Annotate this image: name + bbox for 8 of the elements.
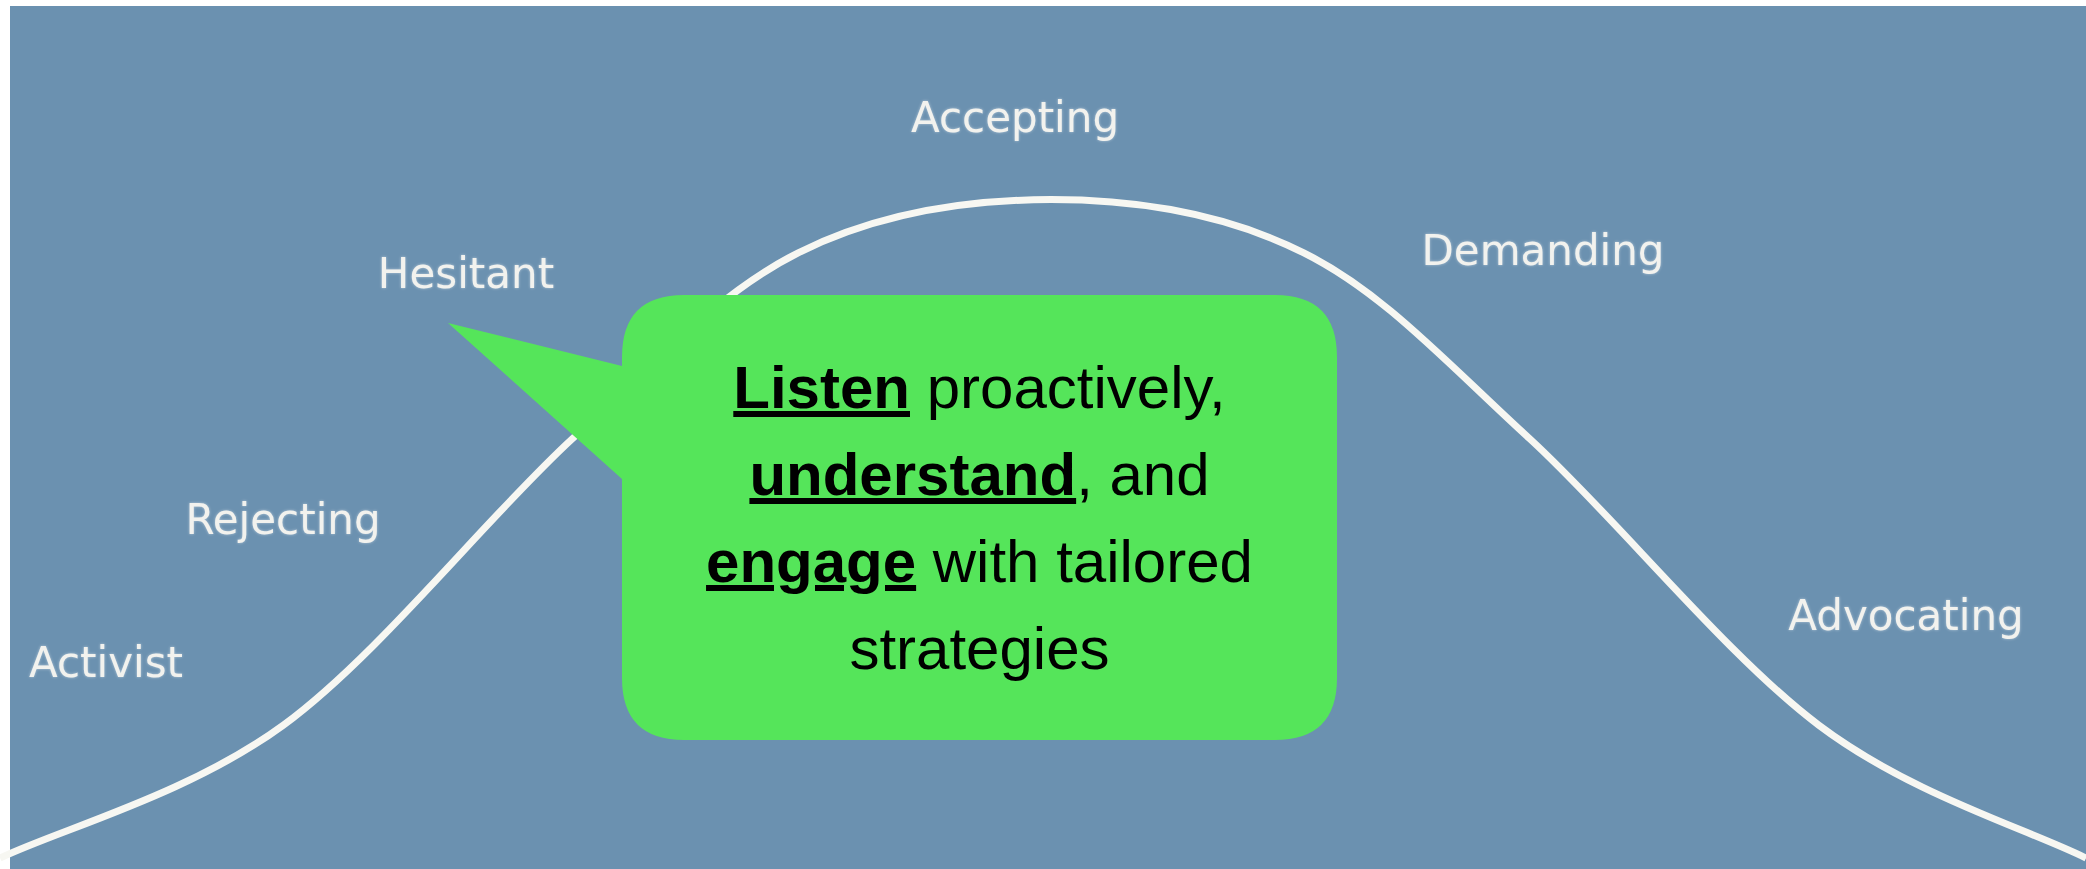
stage-label: Rejecting	[185, 494, 381, 544]
stage-label: Hesitant	[377, 248, 555, 298]
stage-label: Demanding	[1421, 225, 1665, 275]
speech-bubble	[448, 295, 1337, 740]
callout-text: Listen proactively, understand, and engage with tailored strategies	[705, 352, 1254, 684]
stage-label: Advocating	[1788, 590, 2024, 640]
stage-label: Accepting	[910, 92, 1120, 142]
stage-label: Activist	[28, 637, 184, 687]
